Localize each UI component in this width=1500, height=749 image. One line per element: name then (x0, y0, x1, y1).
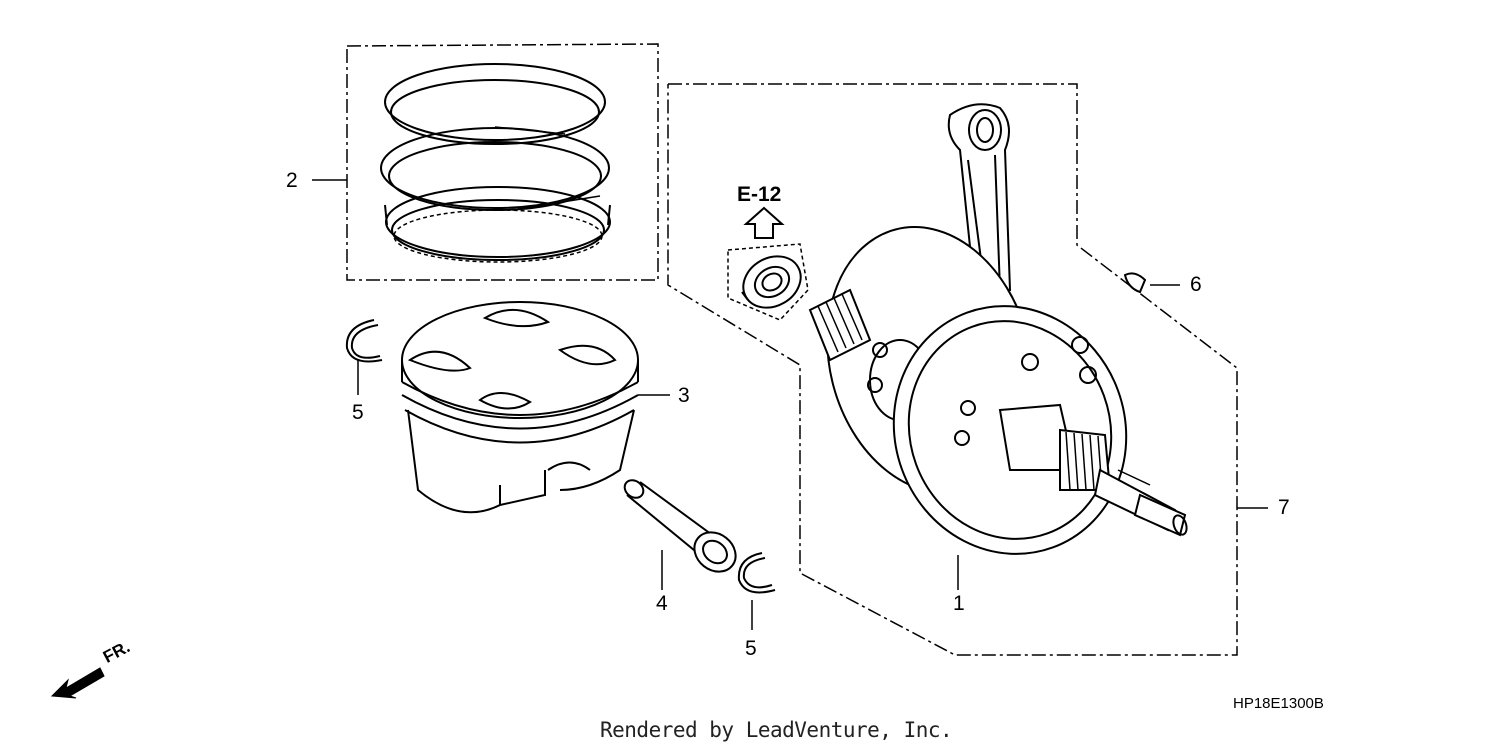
front-arrow-icon (50, 667, 105, 699)
oil-seal (727, 243, 809, 321)
crankshaft (808, 103, 1188, 555)
callout-crankshaft-assembly: 7 (1278, 496, 1290, 519)
piston-rings (380, 63, 611, 263)
piston (401, 301, 639, 514)
callout-woodruff-key: 6 (1190, 273, 1202, 296)
crankshaft-assembly-frame (667, 83, 1238, 656)
credit-text: Rendered by LeadVenture, Inc. (600, 718, 953, 742)
up-arrow-icon (743, 206, 785, 239)
callout-crankshaft: 1 (953, 592, 965, 615)
ring-set-frame (346, 43, 659, 281)
pin-clip-right (737, 552, 776, 594)
callout-piston-ring-set: 2 (286, 169, 298, 192)
callout-piston-pin: 4 (656, 592, 668, 615)
pin-clip-left (345, 319, 383, 363)
woodruff-key (1123, 272, 1147, 294)
diagram-code: HP18E1300B (1233, 695, 1324, 712)
callout-piston: 3 (678, 384, 690, 407)
callout-pin-clip-left: 5 (352, 401, 364, 424)
piston-pin (623, 479, 737, 573)
reference-label[interactable]: E-12 (737, 183, 782, 206)
leader-lines (312, 179, 1268, 630)
callout-pin-clip-right: 5 (745, 637, 757, 660)
